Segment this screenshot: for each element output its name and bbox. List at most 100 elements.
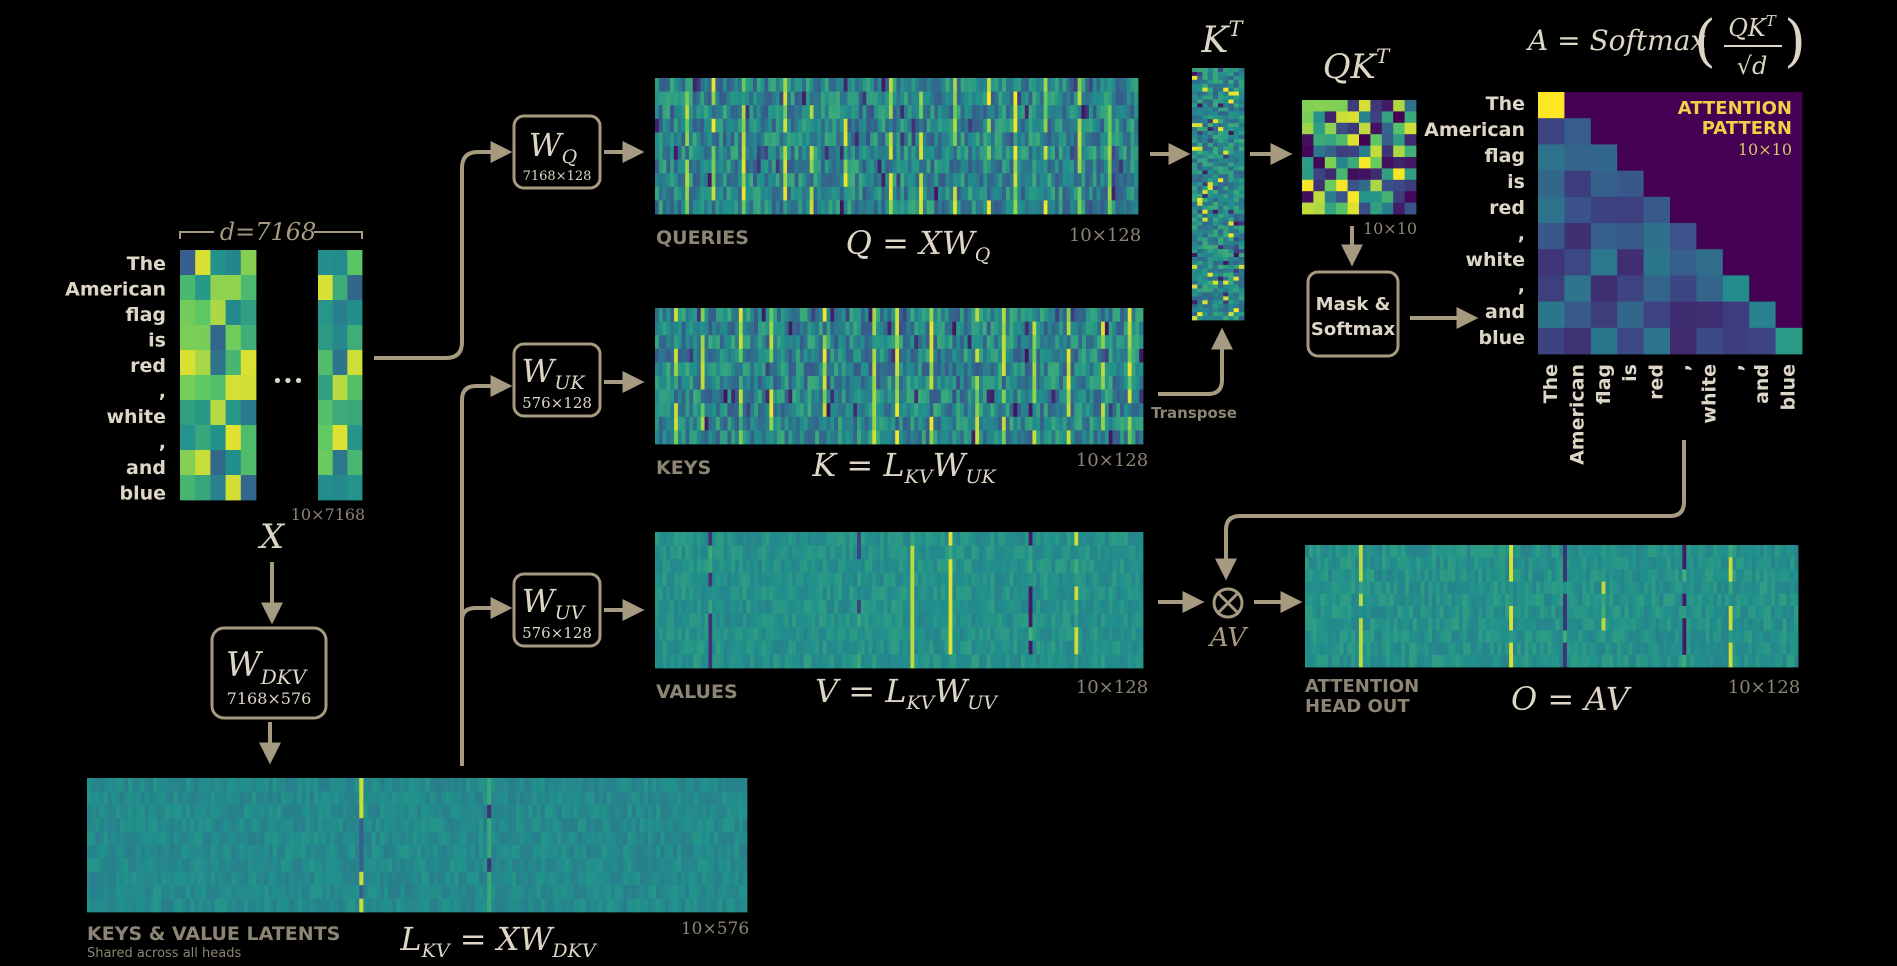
heat-cell bbox=[1039, 173, 1045, 188]
heat-cell bbox=[809, 105, 814, 120]
heat-cell bbox=[794, 159, 799, 174]
heat-cell bbox=[1111, 186, 1116, 201]
heat-cell bbox=[1092, 105, 1097, 120]
heat-cell bbox=[507, 871, 513, 886]
heat-cell bbox=[396, 818, 401, 832]
heat-cell bbox=[709, 885, 715, 899]
heat-cell bbox=[190, 804, 195, 819]
heat-cell bbox=[144, 818, 150, 832]
heat-cell bbox=[821, 118, 826, 133]
heat-cell bbox=[1088, 159, 1094, 174]
heat-cell bbox=[1040, 403, 1045, 418]
heat-cell bbox=[757, 586, 763, 601]
heat-cell bbox=[272, 858, 278, 873]
heat-cell bbox=[1005, 416, 1010, 431]
heat-cell bbox=[945, 200, 950, 215]
heat-cell bbox=[1036, 416, 1041, 431]
heat-cell bbox=[815, 348, 820, 363]
heat-cell bbox=[907, 78, 912, 92]
heat-cell bbox=[655, 348, 660, 363]
heat-cell bbox=[586, 898, 591, 913]
heat-cell bbox=[342, 831, 348, 846]
heat-cell bbox=[305, 791, 311, 806]
heat-cell bbox=[561, 818, 566, 832]
heat-cell bbox=[499, 804, 505, 819]
heat-cell bbox=[662, 91, 667, 106]
heat-cell bbox=[639, 831, 645, 846]
heat-cell bbox=[347, 250, 363, 276]
heat-cell bbox=[297, 885, 302, 899]
heat-cell bbox=[780, 600, 786, 614]
heat-cell bbox=[715, 105, 720, 120]
heat-cell bbox=[756, 132, 762, 147]
heat-cell bbox=[1070, 118, 1075, 133]
heat-cell bbox=[730, 186, 735, 201]
heat-cell bbox=[1107, 159, 1112, 174]
heat-cell bbox=[716, 389, 721, 404]
heat-cell bbox=[673, 146, 679, 160]
heat-cell bbox=[704, 335, 709, 350]
heat-cell bbox=[1017, 308, 1022, 322]
heat-cell bbox=[696, 146, 701, 160]
heat-cell bbox=[911, 78, 916, 92]
heat-cell bbox=[1101, 335, 1106, 350]
heat-cell bbox=[998, 105, 1003, 120]
heat-cell bbox=[1126, 186, 1131, 201]
heat-cell bbox=[462, 885, 467, 899]
heat-cell bbox=[708, 572, 713, 587]
heat-cell bbox=[998, 173, 1003, 188]
heat-cell bbox=[670, 403, 675, 418]
heat-cell bbox=[753, 186, 758, 201]
heat-cell bbox=[655, 416, 660, 431]
heat-cell bbox=[895, 586, 900, 601]
heat-cell bbox=[1040, 586, 1045, 601]
heat-cell bbox=[803, 321, 808, 336]
heat-cell bbox=[297, 804, 302, 819]
heat-cell bbox=[91, 898, 96, 913]
heat-cell bbox=[914, 335, 919, 350]
heat-cell bbox=[115, 885, 121, 899]
heat-cell bbox=[148, 778, 154, 792]
heat-cell bbox=[532, 791, 538, 806]
arrow-latents-to-wuk bbox=[460, 375, 513, 766]
heat-cell bbox=[363, 871, 368, 886]
heat-cell bbox=[858, 105, 863, 120]
heat-cell bbox=[760, 173, 765, 188]
heat-cell bbox=[1036, 186, 1041, 201]
heat-cell bbox=[655, 600, 660, 614]
heat-cell bbox=[677, 559, 683, 574]
heat-cell bbox=[658, 173, 663, 188]
heat-cell bbox=[1122, 200, 1128, 215]
heat-cell bbox=[696, 132, 701, 147]
heat-cell bbox=[979, 186, 984, 201]
heat-cell bbox=[1089, 376, 1094, 390]
heat-cell bbox=[214, 845, 220, 859]
heat-cell bbox=[921, 335, 927, 350]
heat-cell bbox=[260, 858, 265, 873]
heat-cell bbox=[780, 545, 786, 560]
heat-cell bbox=[765, 600, 770, 614]
heat-cell bbox=[681, 132, 686, 147]
heat-cell bbox=[768, 186, 773, 201]
heat-cell bbox=[140, 898, 146, 913]
heat-cell bbox=[643, 818, 649, 832]
heat-cell bbox=[754, 335, 759, 350]
heat-cell bbox=[696, 545, 702, 560]
heat-cell bbox=[906, 403, 911, 418]
heat-cell bbox=[845, 572, 850, 587]
heat-cell bbox=[177, 831, 183, 846]
heat-cell bbox=[594, 845, 599, 859]
heat-cell bbox=[815, 335, 820, 350]
heat-cell bbox=[1127, 389, 1132, 404]
heat-cell bbox=[773, 416, 778, 431]
input-token-label: red bbox=[130, 355, 166, 377]
heat-cell bbox=[824, 146, 829, 160]
heat-cell bbox=[796, 308, 801, 322]
heat-cell bbox=[1066, 159, 1071, 174]
heat-cell bbox=[742, 791, 748, 806]
heat-cell bbox=[803, 430, 808, 445]
heat-cell bbox=[225, 375, 242, 401]
heat-cell bbox=[342, 818, 348, 832]
heat-cell bbox=[731, 403, 736, 418]
heat-cell bbox=[941, 146, 946, 160]
